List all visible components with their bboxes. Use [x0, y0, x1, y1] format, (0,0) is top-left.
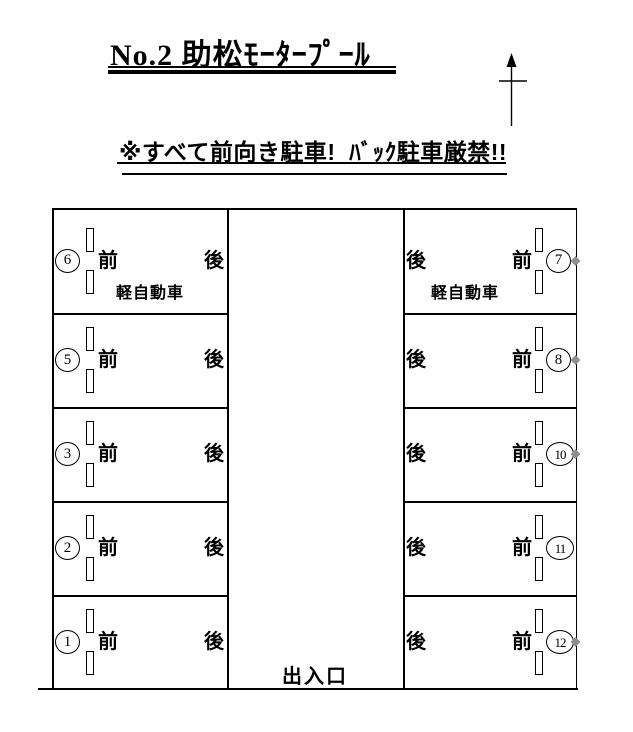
left-row-divider: [52, 595, 228, 597]
right-row-divider: [403, 595, 577, 597]
space-number-badge: 11: [546, 536, 574, 560]
back-label: 後: [406, 537, 426, 559]
parking-space-12: 後 前 12: [403, 595, 581, 689]
notice-text: ※すべて前向き駐車! ﾊﾞｯｸ駐車厳禁!!: [119, 139, 508, 165]
road-edge-line: [38, 688, 578, 690]
back-label: 後: [406, 631, 426, 653]
front-label: 前: [512, 249, 532, 272]
parking-space-7: 後 前 7 軽自動車: [403, 208, 581, 313]
left-column-inner-border: [227, 208, 229, 689]
space-number-badge: 6: [55, 248, 80, 273]
parking-space-2: 2 前 後: [52, 501, 227, 595]
front-label: 前: [512, 537, 532, 559]
wheel-stopper-pair: [535, 609, 543, 675]
wheel-stopper-pair: [86, 421, 94, 487]
left-row-divider: [52, 313, 228, 315]
wheel-stopper-pair: [86, 227, 94, 294]
back-label: 後: [204, 537, 224, 559]
wheel-stopper-pair: [86, 327, 94, 393]
parking-space-5: 5 前 後: [52, 313, 227, 407]
right-row-divider: [403, 407, 577, 409]
wheel-stopper-pair: [86, 515, 94, 581]
kei-car-label: 軽自動車: [431, 285, 500, 302]
space-number-badge: 1: [55, 630, 80, 654]
wheel-stopper-pair: [86, 609, 94, 675]
lot-right-border: [575, 208, 577, 689]
left-row-divider: [52, 407, 228, 409]
back-label: 後: [204, 443, 224, 465]
lot-left-border: [52, 208, 54, 689]
kei-car-label: 軽自動車: [116, 285, 185, 302]
back-label: 後: [406, 249, 426, 272]
space-number-badge: 8: [546, 348, 571, 372]
back-label: 後: [204, 349, 224, 371]
front-label: 前: [98, 631, 118, 653]
front-label: 前: [98, 249, 118, 272]
front-label: 前: [512, 631, 532, 653]
right-row-divider: [403, 313, 577, 315]
left-row-divider: [52, 501, 228, 503]
space-number-badge: 5: [55, 348, 80, 372]
back-label: 後: [406, 443, 426, 465]
wheel-stopper-pair: [535, 227, 543, 294]
parking-space-3: 3 前 後: [52, 407, 227, 501]
back-label: 後: [406, 349, 426, 371]
right-row-divider: [403, 501, 577, 503]
front-label: 前: [98, 349, 118, 371]
front-label: 前: [98, 443, 118, 465]
parking-space-10: 後 前 10: [403, 407, 581, 501]
boundary-marker-icon: [570, 255, 581, 266]
lot-top-border: [52, 208, 577, 210]
entrance-exit-label: 出入口: [282, 666, 348, 688]
front-label: 前: [512, 443, 532, 465]
parking-space-1: 1 前 後: [52, 595, 227, 689]
back-label: 後: [204, 631, 224, 653]
boundary-marker-icon: [570, 355, 581, 365]
front-label: 前: [512, 349, 532, 371]
wheel-stopper-pair: [535, 515, 543, 581]
right-column-inner-border: [403, 208, 405, 689]
space-number-badge: 3: [55, 442, 80, 466]
notice-underline-1: [117, 162, 506, 164]
back-label: 後: [204, 249, 224, 272]
space-number-badge: 2: [55, 536, 80, 560]
parking-lot-diagram: 6 前 後 軽自動車 5 前 後 3 前 後 2 前 後 1 前 後 後 前 7…: [52, 208, 581, 689]
parking-space-6: 6 前 後 軽自動車: [52, 208, 227, 313]
wheel-stopper-pair: [535, 421, 543, 487]
notice-underline-2: [122, 173, 507, 175]
wheel-stopper-pair: [535, 327, 543, 393]
title-underline: [108, 66, 396, 74]
parking-space-8: 後 前 8: [403, 313, 581, 407]
north-arrow-icon: [499, 53, 527, 126]
front-label: 前: [98, 537, 118, 559]
space-number-badge: 7: [546, 248, 571, 273]
parking-space-11: 後 前 11: [403, 501, 577, 595]
